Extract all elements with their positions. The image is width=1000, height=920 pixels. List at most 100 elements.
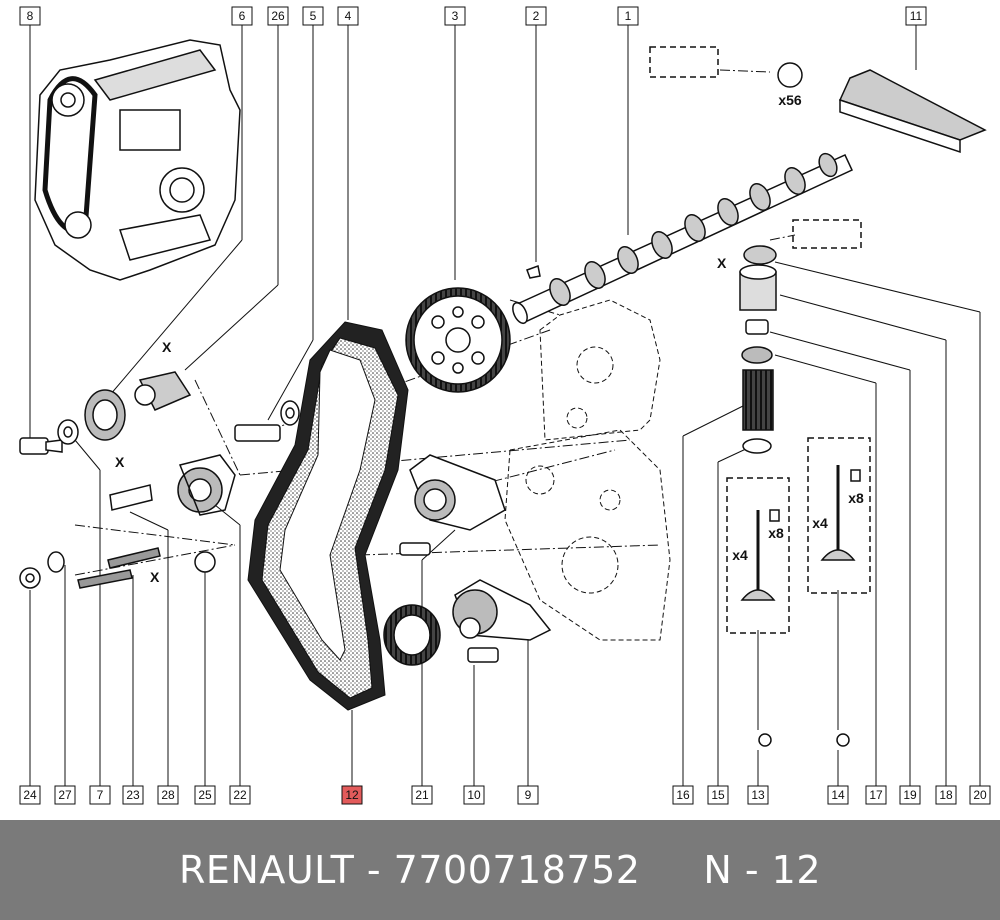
callout-27: 27 <box>54 785 76 805</box>
callout-box <box>747 785 769 805</box>
callout-number: 16 <box>676 788 690 802</box>
callout-box <box>122 785 144 805</box>
callout-26: 26 <box>267 6 289 26</box>
callout-number: 12 <box>345 788 359 802</box>
callout-14: 14 <box>827 785 849 805</box>
callout-13: 13 <box>747 785 769 805</box>
callout-number: 21 <box>415 788 429 802</box>
callout-15: 15 <box>707 785 729 805</box>
callout-17: 17 <box>865 785 887 805</box>
callout-number: 22 <box>233 788 247 802</box>
callout-28: 28 <box>157 785 179 805</box>
camshaft <box>512 152 853 325</box>
callout-box <box>463 785 485 805</box>
part-number: 7700718752 <box>393 848 641 892</box>
callout-21: 21 <box>411 785 433 805</box>
callout-20: 20 <box>969 785 991 805</box>
callout-23: 23 <box>122 785 144 805</box>
callout-24: 24 <box>19 785 41 805</box>
callout-box <box>302 6 324 26</box>
callout-box <box>411 785 433 805</box>
callout-box <box>969 785 991 805</box>
callout-box <box>707 785 729 805</box>
callout-box <box>444 6 466 26</box>
callout-3: 3 <box>444 6 466 26</box>
leader-lines <box>29 25 981 786</box>
callout-6: 6 <box>231 6 253 26</box>
exploded-parts-diagram: x56 x4 x8 x4 x8 X X X X 8626543211124277… <box>19 6 991 805</box>
callout-9: 9 <box>517 785 539 805</box>
callout-box <box>267 6 289 26</box>
x-marker: X <box>150 569 160 585</box>
brand-text: RENAULT <box>178 848 355 892</box>
callout-number: 8 <box>27 9 34 23</box>
callout-19: 19 <box>899 785 921 805</box>
callout-8: 8 <box>19 6 41 26</box>
tensioner-lower <box>452 579 552 641</box>
callout-2: 2 <box>525 6 547 26</box>
callout-box <box>231 6 253 26</box>
callout-box <box>337 6 359 26</box>
callout-number: 17 <box>869 788 883 802</box>
cylinder-head-outline <box>504 299 671 641</box>
seal-tray <box>777 62 987 154</box>
callout-box <box>341 785 363 805</box>
callout-22: 22 <box>229 785 251 805</box>
callout-number: 25 <box>198 788 212 802</box>
callout-number: 15 <box>711 788 725 802</box>
callout-18: 18 <box>935 785 957 805</box>
x-marker: X <box>162 339 172 355</box>
qty-keepers-a: x8 <box>768 525 784 541</box>
qty-valves-a: x4 <box>732 547 748 563</box>
callout-number: 28 <box>161 788 175 802</box>
callout-number: 11 <box>910 9 923 23</box>
callout-5: 5 <box>302 6 324 26</box>
callout-box <box>229 785 251 805</box>
callout-10: 10 <box>463 785 485 805</box>
callout-number: 10 <box>467 788 481 802</box>
callout-7: 7 <box>89 785 111 805</box>
callout-box <box>19 6 41 26</box>
x-marker: X <box>115 454 125 470</box>
dashed-boxes <box>649 46 871 634</box>
callout-box <box>54 785 76 805</box>
callout-number: 1 <box>625 9 632 23</box>
timing-belt <box>247 321 409 711</box>
callout-box <box>194 785 216 805</box>
callout-box <box>617 6 639 26</box>
crankshaft-sprocket <box>383 604 441 666</box>
callout-number: 18 <box>939 788 953 802</box>
footer-bar: RENAULT - 7700718752 N - 12 <box>0 820 1000 920</box>
tensioner-upper <box>409 454 506 531</box>
callout-number: 14 <box>831 788 845 802</box>
x-marker: X <box>717 255 727 271</box>
callout-box <box>157 785 179 805</box>
callout-number: 2 <box>533 9 540 23</box>
callout-number: 20 <box>973 788 987 802</box>
engine-overview-illustration <box>34 39 241 281</box>
qty-seals: x56 <box>778 92 802 108</box>
callout-12: 12 <box>341 785 363 805</box>
valve-train <box>739 245 861 747</box>
gap <box>640 848 703 892</box>
callout-number: 7 <box>97 788 104 802</box>
callout-4: 4 <box>337 6 359 26</box>
callout-number: 24 <box>23 788 37 802</box>
callout-number: 13 <box>751 788 765 802</box>
callout-11: 11 <box>905 6 927 26</box>
callout-box <box>89 785 111 805</box>
callout-number: 26 <box>271 9 285 23</box>
callout-number: 27 <box>58 788 72 802</box>
callout-number: 23 <box>126 788 140 802</box>
callout-box <box>672 785 694 805</box>
callout-number: 5 <box>310 9 317 23</box>
callout-box <box>19 785 41 805</box>
qty-keepers-b: x8 <box>848 490 864 506</box>
callout-25: 25 <box>194 785 216 805</box>
camshaft-sprocket <box>405 287 511 393</box>
callout-box <box>935 785 957 805</box>
callout-1: 1 <box>617 6 639 26</box>
callout-box <box>899 785 921 805</box>
